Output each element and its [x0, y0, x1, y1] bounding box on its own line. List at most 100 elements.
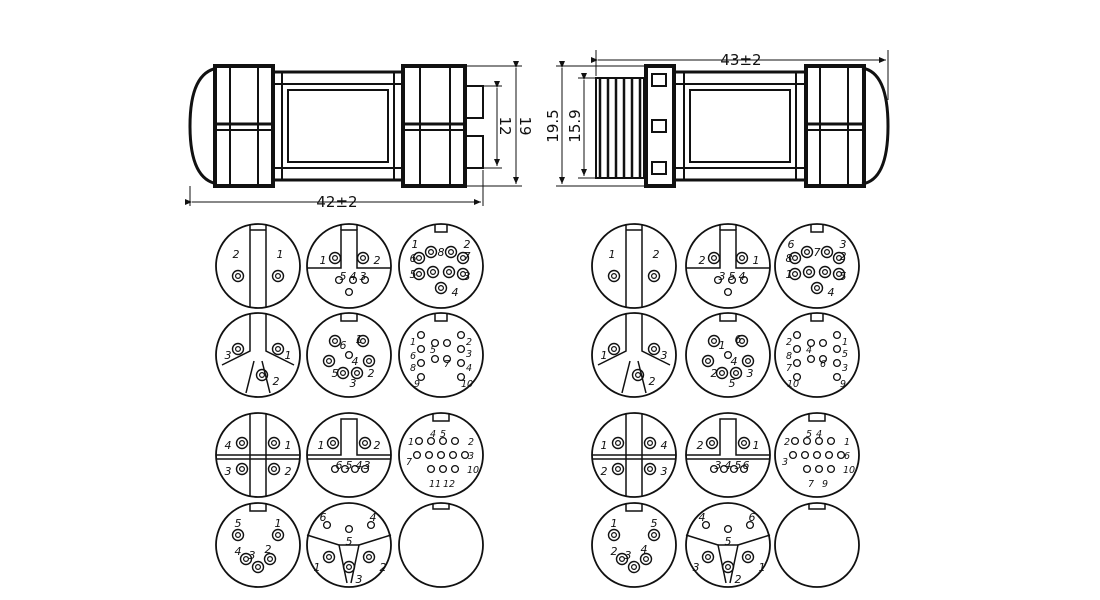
pin-number-label: 6 [320, 511, 327, 524]
pin-number-label: 1 [356, 333, 363, 346]
pin-contact-core [330, 440, 337, 447]
pin-contact [438, 464, 448, 474]
pin-number-label: 5 [440, 429, 446, 440]
pin-contact-core [738, 255, 745, 262]
pin-number-label: 8 [786, 351, 792, 362]
pin-contact-core [610, 273, 617, 280]
pin-number-label: 3 [350, 377, 357, 390]
pin-number-label: 2 [285, 465, 292, 478]
pin-contact-core [275, 346, 282, 353]
pin-contact-core [326, 553, 333, 560]
pin-contact [826, 464, 836, 474]
key-divider [621, 360, 631, 394]
pin-number-label: 11 [429, 479, 441, 490]
pin-contact [741, 550, 755, 564]
dim-length-right: 43±2 [720, 51, 761, 69]
pin-contact [705, 436, 719, 450]
pin-number-label: 4 [466, 363, 472, 374]
pin-contact-core [732, 370, 739, 377]
pin-contact [344, 350, 354, 360]
pin-contact [456, 330, 466, 340]
pin-number-label: 1 [408, 437, 414, 448]
pin-number-label: 2 [265, 543, 272, 556]
key-divider [434, 224, 448, 233]
pin-contact [416, 330, 426, 340]
pin-contact [328, 251, 342, 265]
pin-number-label: 3 [782, 457, 788, 468]
key-divider [340, 313, 358, 322]
key-divider [719, 313, 737, 322]
pin-number-label: 3 [468, 451, 474, 462]
pin-contact [607, 269, 621, 283]
pin-contact [267, 462, 281, 476]
pin-contact [326, 436, 340, 450]
pin-contact-core [360, 338, 367, 345]
pin-number-label: 3 [356, 573, 363, 586]
pin-number-label: 5 [410, 268, 417, 281]
pin-contact [723, 350, 733, 360]
pin-contact-core [646, 466, 653, 473]
pin-contact [322, 354, 336, 368]
key-divider [637, 360, 647, 394]
pin-contact-core [708, 440, 715, 447]
pin-number-label: 2 [380, 561, 387, 574]
pin-number-label: 5 [235, 517, 242, 530]
pin-contact [832, 251, 846, 265]
pin-number-label: 5 [340, 270, 347, 283]
pin-contact-core [243, 555, 250, 562]
pin-number-label: 3 [249, 549, 256, 562]
pin-contact-core [271, 440, 278, 447]
pin-number-label: 4 [661, 439, 668, 452]
pin-contact [647, 342, 661, 356]
pin-contact [824, 450, 834, 460]
pin-contact [442, 338, 452, 348]
face-outline [774, 312, 860, 398]
key-divider [810, 313, 824, 322]
pin-number-label: 10 [461, 379, 473, 390]
pin-contact [340, 464, 350, 474]
key-divider [808, 413, 826, 422]
pin-contact-core [360, 255, 367, 262]
pin-number-label: 1 [285, 439, 292, 452]
pin-contact [416, 344, 426, 354]
pin-contact [231, 528, 245, 542]
pin-number-label: 2 [601, 465, 608, 478]
pin-number-label: 9 [414, 379, 420, 390]
pin-contact-core [235, 346, 242, 353]
key-divider [265, 313, 295, 366]
pin-number-label: 2 [711, 367, 718, 380]
dim-height-outer: 19 [516, 116, 534, 135]
pin-contact [832, 344, 842, 354]
pin-contact [350, 464, 360, 474]
key-divider [686, 229, 770, 269]
pin-contact [360, 464, 370, 474]
pin-contact [271, 269, 285, 283]
pin-number-label: 5 [729, 377, 736, 390]
pin-contact-core [416, 255, 423, 262]
pin-number-label: 2 [368, 367, 375, 380]
pin-number-label: 9 [840, 379, 846, 390]
pin-contact [456, 267, 470, 281]
pin-contact [826, 436, 836, 446]
pin-contact-core [332, 255, 339, 262]
pin-contact [788, 450, 798, 460]
pin-number-label: 4 [356, 459, 363, 472]
pin-contact-core [835, 271, 842, 278]
pin-contact-core [275, 273, 282, 280]
pin-number-label: 5 [651, 517, 658, 530]
pin-number-label: 2 [374, 439, 381, 452]
pin-contact [735, 334, 749, 348]
pin-contact [800, 245, 814, 259]
pin-contact [788, 251, 802, 265]
pin-contact-core [460, 271, 467, 278]
pin-contact [788, 267, 802, 281]
dim-height-inner: 12 [496, 116, 514, 135]
pin-number-label: 4 [430, 429, 436, 440]
